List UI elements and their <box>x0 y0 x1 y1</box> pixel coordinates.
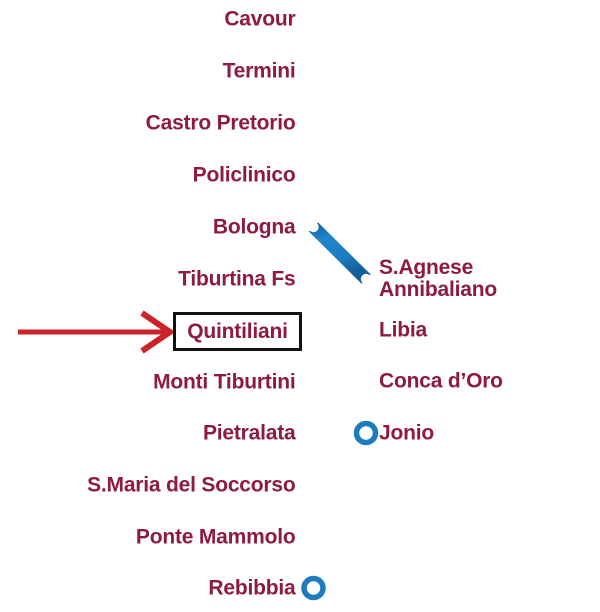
station-label-conca-doro: Conca d’Oro <box>379 369 503 393</box>
station-dot-conca-doro[interactable] <box>360 375 372 387</box>
station-label-policlinico: Policlinico <box>192 163 296 187</box>
station-dot-ponte-mammolo[interactable] <box>308 531 319 543</box>
quintiliani-highlight-box: Quintiliani <box>173 312 302 351</box>
station-dot-pietralata[interactable] <box>308 427 319 439</box>
station-label-cavour: Cavour <box>224 7 296 31</box>
station-label-castro-pretorio: Castro Pretorio <box>145 111 296 135</box>
station-label-jonio: Jonio <box>379 421 434 445</box>
station-dots-layer <box>301 13 379 601</box>
station-dot-tiburtina-fs[interactable] <box>308 273 319 285</box>
arrow-head <box>140 310 176 354</box>
station-label-libia: Libia <box>379 318 428 342</box>
station-dot-monti-tiburtini[interactable] <box>308 376 319 388</box>
red-pointer-arrow <box>18 310 176 354</box>
station-dot-policlinico[interactable] <box>308 169 319 181</box>
station-label-line1: S.Agnese <box>379 256 474 280</box>
station-dot-termini[interactable] <box>308 65 319 77</box>
station-label-ponte-mammolo: Ponte Mammolo <box>135 525 296 549</box>
station-label-tiburtina-fs: Tiburtina Fs <box>178 267 296 291</box>
station-label-rebibbia: Rebibbia <box>208 576 296 600</box>
station-label-bologna: Bologna <box>212 215 296 239</box>
station-dot-libia[interactable] <box>360 324 372 336</box>
station-dot-bologna[interactable] <box>308 221 319 233</box>
station-label-termini: Termini <box>222 59 296 83</box>
station-dot-s-maria-del-soccorso[interactable] <box>308 479 319 491</box>
highlighted-station-label: Quintiliani <box>187 320 288 343</box>
station-dot-castro-pretorio[interactable] <box>308 117 319 129</box>
station-label-line2: Annibaliano <box>379 278 497 301</box>
station-dot-jonio[interactable] <box>353 420 379 446</box>
station-dot-s-agnese[interactable] <box>360 273 372 285</box>
station-label-s-maria-del-soccorso: S.Maria del Soccorso <box>87 473 296 497</box>
branch-connector-track <box>308 222 371 284</box>
station-dot-quintiliani[interactable] <box>308 325 319 337</box>
station-dot-rebibbia[interactable] <box>301 575 326 601</box>
station-label-pietralata: Pietralata <box>202 421 296 445</box>
station-label-monti-tiburtini: Monti Tiburtini <box>153 370 296 394</box>
station-dot-cavour[interactable] <box>308 13 319 25</box>
